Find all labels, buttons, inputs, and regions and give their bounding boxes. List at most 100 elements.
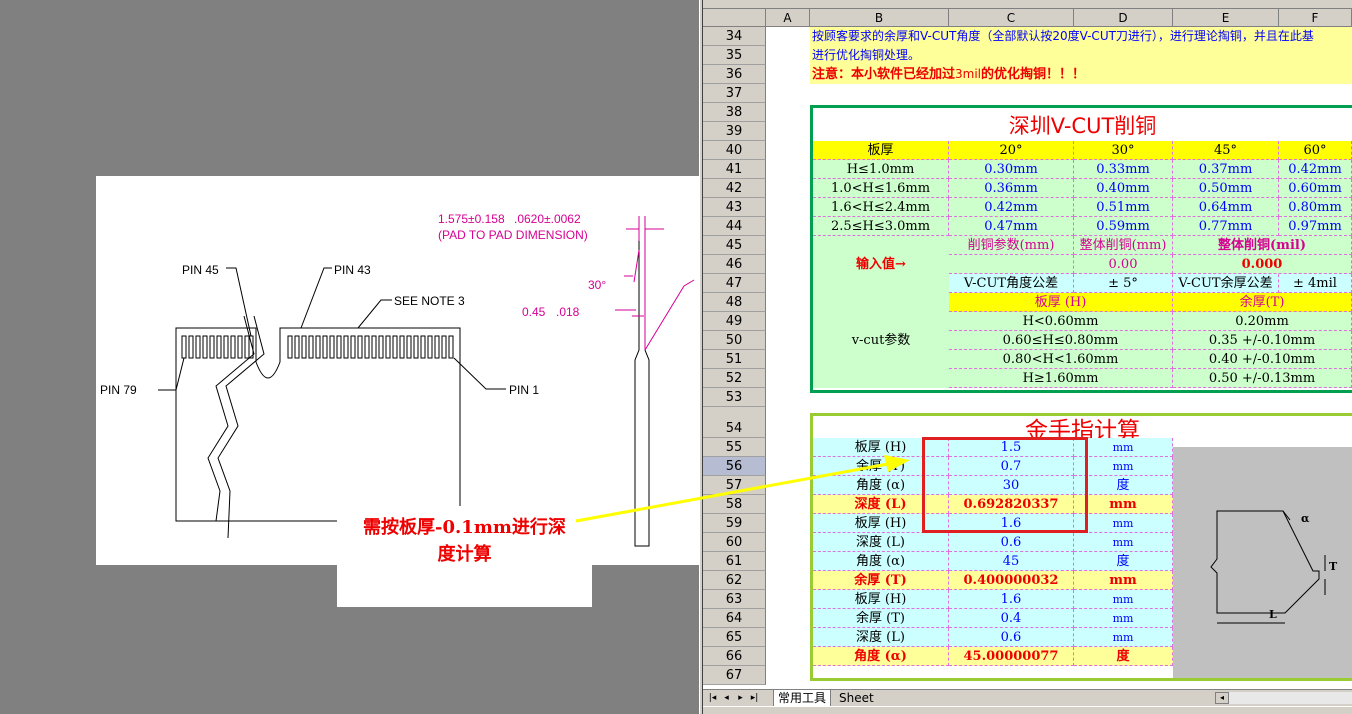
vcut-cell-3-4[interactable]: 0.97mm [1279,217,1352,236]
row-header-66[interactable]: 66 [703,647,766,666]
row-header-46[interactable]: 46 [703,255,766,274]
vcut-header-1[interactable]: 20° [949,141,1074,160]
whole-mil-value[interactable]: 0.000 [1173,255,1352,274]
finger-value-2[interactable]: 30 [949,476,1074,495]
finger-unit-7[interactable]: mm [1074,571,1173,590]
vcut-cell-2-2[interactable]: 0.51mm [1074,198,1173,217]
col-header-a[interactable]: A [766,9,810,27]
finger-label-11[interactable]: 角度 (α) [813,647,949,666]
row-header-62[interactable]: 62 [703,571,766,590]
horizontal-scrollbar[interactable] [1229,692,1352,704]
prev-sheet-button[interactable]: ◂ [724,693,729,703]
finger-unit-1[interactable]: mm [1074,457,1173,476]
vcut-cell-3-1[interactable]: 0.47mm [949,217,1074,236]
row-header-38[interactable]: 38 [703,103,766,122]
scroll-left-button[interactable]: ◂ [1215,692,1229,704]
row-header-41[interactable]: 41 [703,160,766,179]
row-header-37[interactable]: 37 [703,84,766,103]
col-header-f[interactable]: F [1279,9,1352,27]
col-header-e[interactable]: E [1173,9,1279,27]
corner-select-all[interactable] [703,9,766,27]
row-header-54[interactable]: 54 [703,407,766,438]
row-header-56[interactable]: 56 [703,457,766,476]
param-mm-header[interactable]: 削铜参数(mm) [949,236,1074,255]
finger-unit-11[interactable]: 度 [1074,647,1173,666]
vcut-cell-3-2[interactable]: 0.59mm [1074,217,1173,236]
row-header-34[interactable]: 34 [703,27,766,46]
finger-unit-3[interactable]: mm [1074,495,1173,514]
param-header-remain[interactable]: 余厚(T) [1173,293,1352,312]
finger-label-9[interactable]: 余厚 (T) [813,609,949,628]
row-header-35[interactable]: 35 [703,46,766,65]
whole-mm-header[interactable]: 整体削铜(mm) [1074,236,1173,255]
row-header-63[interactable]: 63 [703,590,766,609]
finger-unit-9[interactable]: mm [1074,609,1173,628]
vcut-cell-1-2[interactable]: 0.40mm [1074,179,1173,198]
col-header-c[interactable]: C [949,9,1074,27]
finger-label-7[interactable]: 余厚 (T) [813,571,949,590]
remain-tol-label[interactable]: V-CUT余厚公差 [1173,274,1279,293]
tab-common-tools[interactable]: 常用工具 [773,690,832,706]
whole-mm-value[interactable]: 0.00 [1074,255,1173,274]
col-header-d[interactable]: D [1074,9,1173,27]
angle-tol-value[interactable]: ± 5° [1074,274,1173,293]
vcut-cell-0-2[interactable]: 0.33mm [1074,160,1173,179]
last-sheet-button[interactable]: ▸| [750,693,759,703]
param-mm-input[interactable] [949,255,1074,274]
finger-unit-6[interactable]: 度 [1074,552,1173,571]
row-header-60[interactable]: 60 [703,533,766,552]
vcut-header-2[interactable]: 30° [1074,141,1173,160]
row-header-40[interactable]: 40 [703,141,766,160]
splitter-bar[interactable] [699,0,703,714]
row-header-49[interactable]: 49 [703,312,766,331]
vcut-cell-3-3[interactable]: 0.77mm [1173,217,1279,236]
angle-tol-label[interactable]: V-CUT角度公差 [949,274,1074,293]
param-remain-2[interactable]: 0.40 +/-0.10mm [1173,350,1352,369]
vcut-cell-1-3[interactable]: 0.50mm [1173,179,1279,198]
next-sheet-button[interactable]: ▸ [738,693,743,703]
finger-value-6[interactable]: 45 [949,552,1074,571]
row-header-53[interactable]: 53 [703,388,766,407]
vcut-cell-2-1[interactable]: 0.42mm [949,198,1074,217]
finger-label-10[interactable]: 深度 (L) [813,628,949,647]
vcut-param-label[interactable]: v-cut参数 [813,293,949,388]
finger-unit-8[interactable]: mm [1074,590,1173,609]
finger-value-10[interactable]: 0.6 [949,628,1074,647]
finger-unit-2[interactable]: 度 [1074,476,1173,495]
row-header-39[interactable]: 39 [703,122,766,141]
row-header-55[interactable]: 55 [703,438,766,457]
row-header-42[interactable]: 42 [703,179,766,198]
vcut-cell-3-0[interactable]: 2.5≤H≤3.0mm [813,217,949,236]
param-thickness-3[interactable]: H≥1.60mm [949,369,1173,388]
finger-unit-5[interactable]: mm [1074,533,1173,552]
finger-value-9[interactable]: 0.4 [949,609,1074,628]
tab-sheet[interactable]: Sheet [839,691,874,705]
vcut-cell-2-3[interactable]: 0.64mm [1173,198,1279,217]
finger-value-5[interactable]: 0.6 [949,533,1074,552]
row-header-65[interactable]: 65 [703,628,766,647]
vcut-cell-1-0[interactable]: 1.0<H≤1.6mm [813,179,949,198]
param-remain-0[interactable]: 0.20mm [1173,312,1352,331]
row-header-57[interactable]: 57 [703,476,766,495]
finger-label-8[interactable]: 板厚 (H) [813,590,949,609]
finger-value-8[interactable]: 1.6 [949,590,1074,609]
row-header-47[interactable]: 47 [703,274,766,293]
col-header-b[interactable]: B [810,9,949,27]
vcut-header-4[interactable]: 60° [1279,141,1352,160]
finger-label-0[interactable]: 板厚 (H) [813,438,949,457]
row-header-58[interactable]: 58 [703,495,766,514]
input-label[interactable]: 输入值→ [813,236,949,293]
vcut-cell-0-0[interactable]: H≤1.0mm [813,160,949,179]
param-thickness-0[interactable]: H<0.60mm [949,312,1173,331]
vcut-cell-0-1[interactable]: 0.30mm [949,160,1074,179]
finger-value-7[interactable]: 0.400000032 [949,571,1074,590]
finger-value-11[interactable]: 45.00000077 [949,647,1074,666]
vcut-header-3[interactable]: 45° [1173,141,1279,160]
row-header-50[interactable]: 50 [703,331,766,350]
row-header-45[interactable]: 45 [703,236,766,255]
param-remain-1[interactable]: 0.35 +/-0.10mm [1173,331,1352,350]
vcut-title[interactable]: 深圳V-CUT削铜 [813,108,1352,145]
param-thickness-1[interactable]: 0.60≤H≤0.80mm [949,331,1173,350]
vcut-header-0[interactable]: 板厚 [813,141,949,160]
row-header-44[interactable]: 44 [703,217,766,236]
